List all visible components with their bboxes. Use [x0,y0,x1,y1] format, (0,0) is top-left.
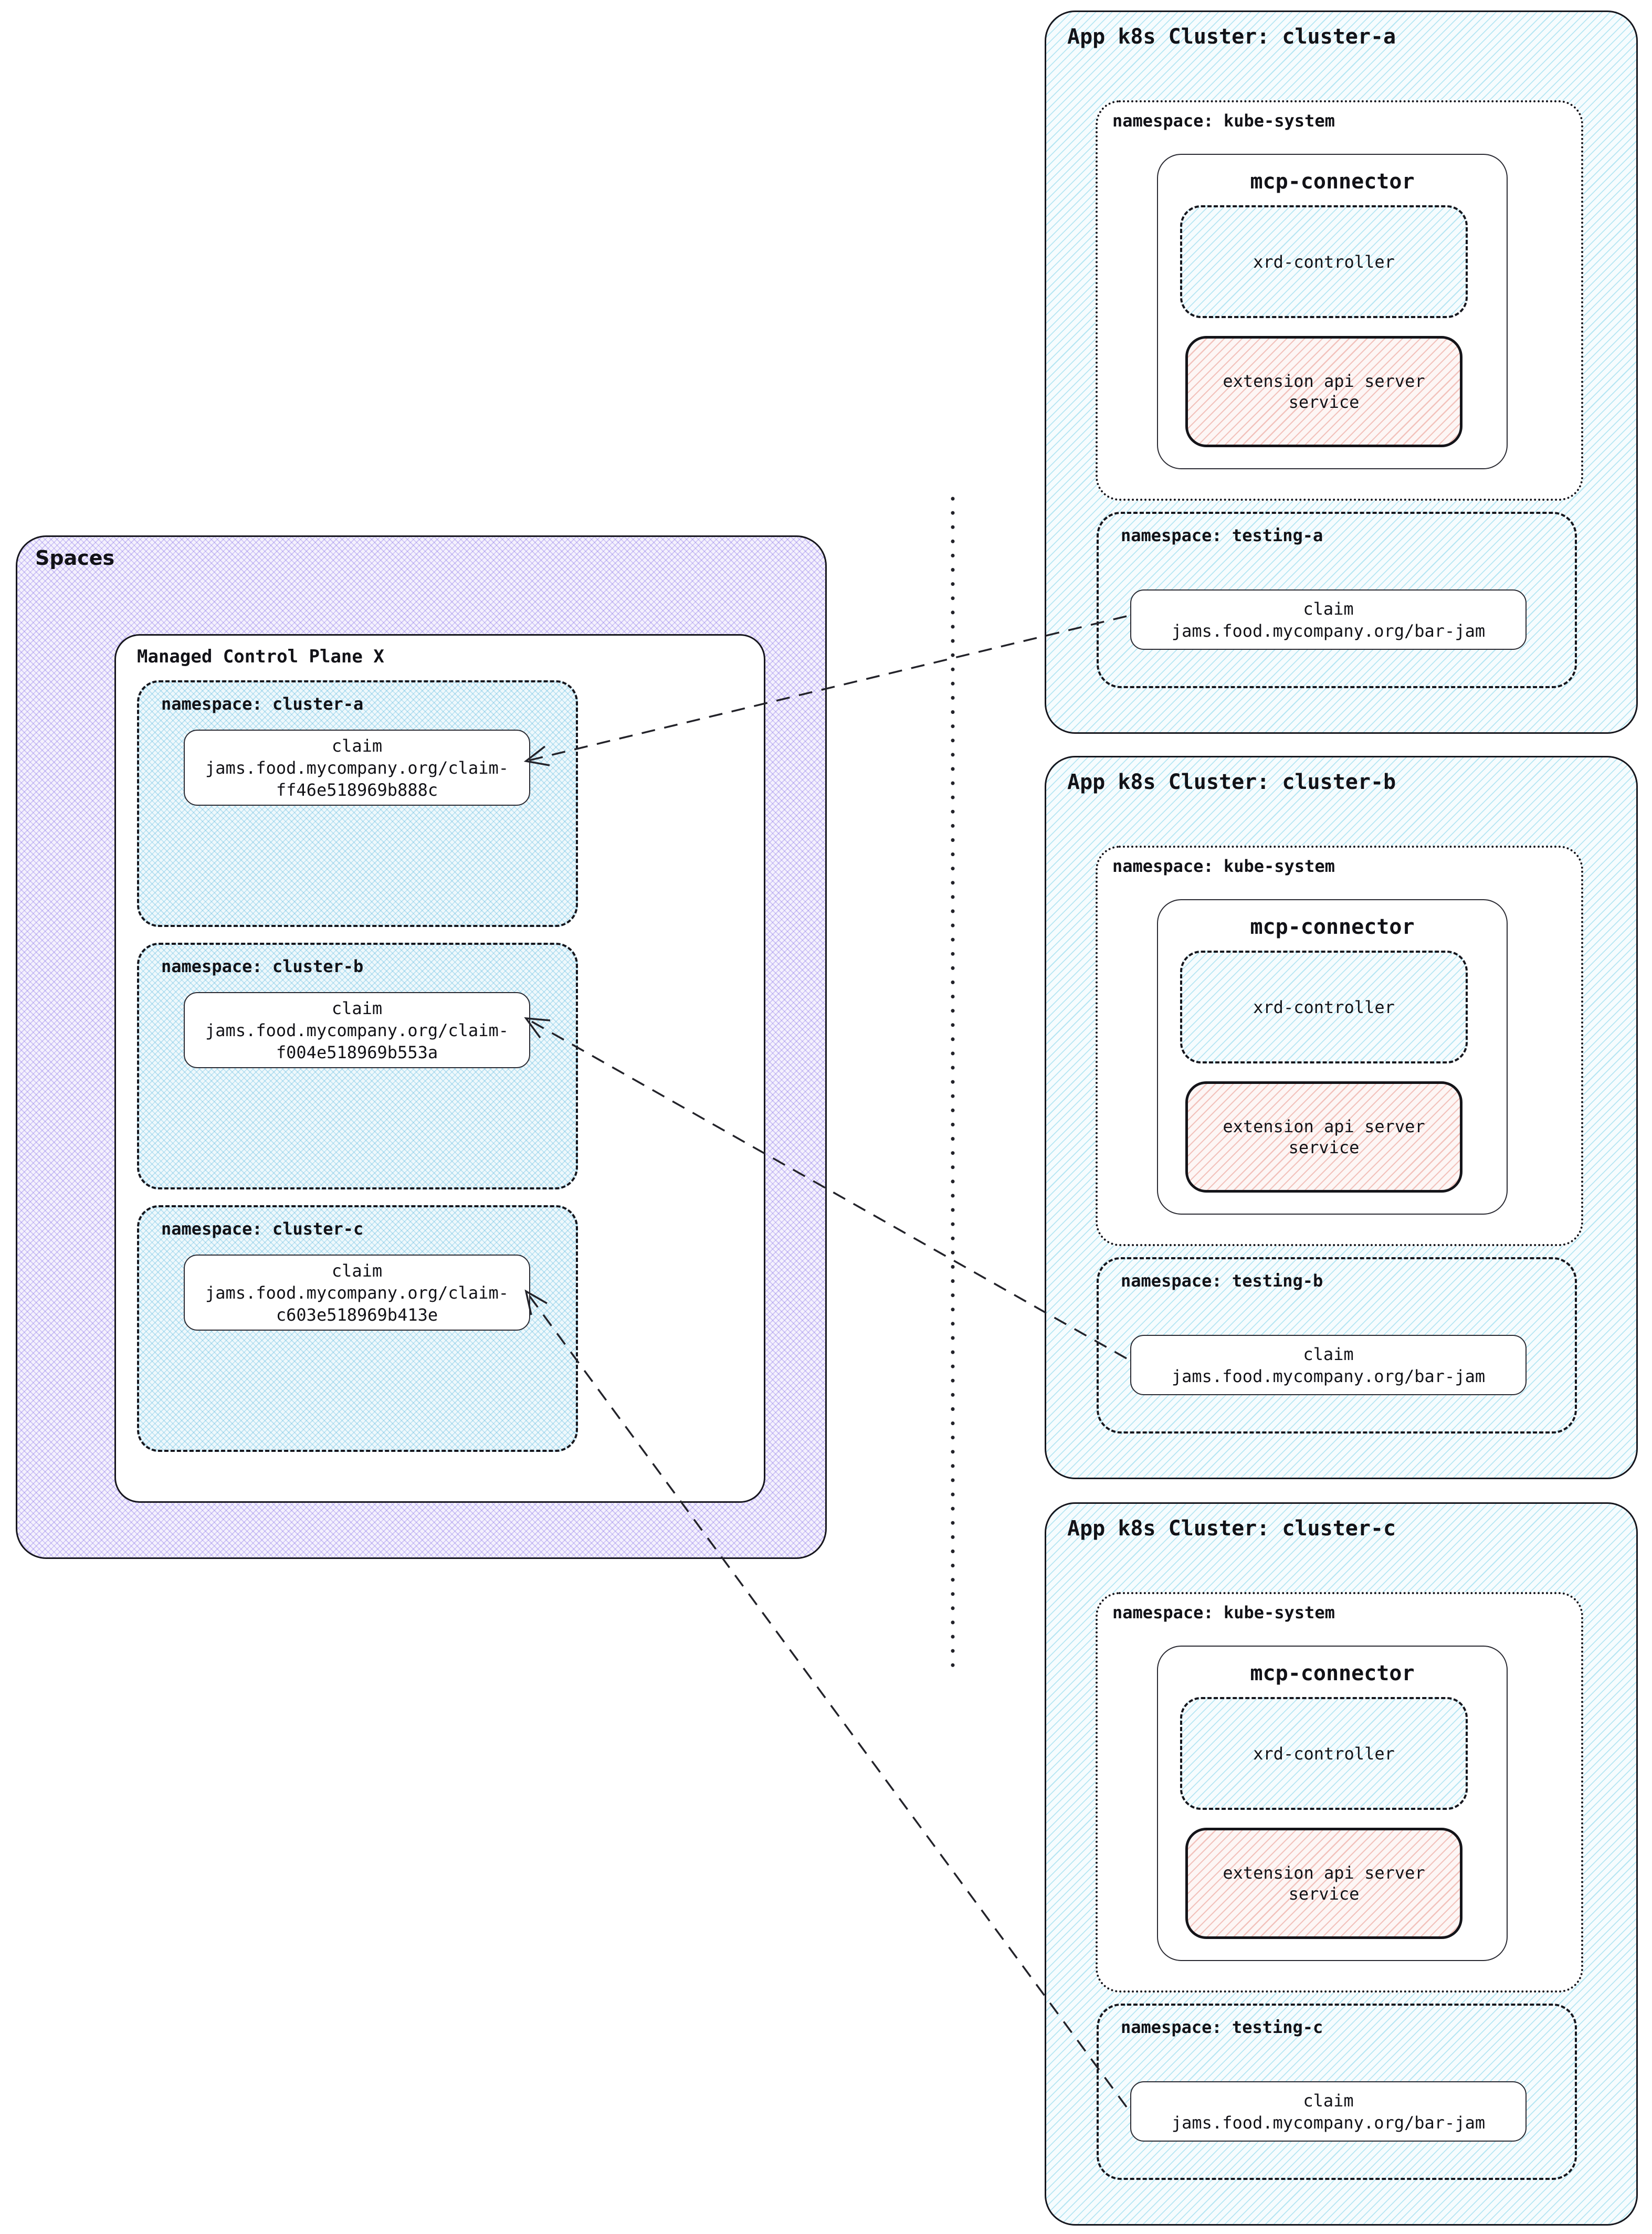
namespace-cluster-a-label: namespace: cluster-a [161,694,364,714]
managed-control-plane-container: Managed Control Plane X namespace: clust… [114,634,765,1503]
mcp-connector-box-b: mcp-connector xrd-controller extension a… [1157,899,1508,1215]
claim-line: claim [1303,1344,1354,1364]
namespace-cluster-b-label: namespace: cluster-b [161,956,364,976]
testing-namespace-label-a: namespace: testing-a [1121,525,1323,545]
bar-jam-claim-box-a: claim jams.food.mycompany.org/bar-jam [1130,589,1527,650]
kube-system-label-c: namespace: kube-system [1112,1603,1335,1622]
claim-line: jams.food.mycompany.org/claim- [205,757,509,778]
bar-jam-claim-box-c: claim jams.food.mycompany.org/bar-jam [1130,2081,1527,2142]
bar-jam-claim-box-b: claim jams.food.mycompany.org/bar-jam [1130,1335,1527,1395]
claim-line: claim [331,735,383,756]
kube-system-box-a: namespace: kube-system mcp-connector xrd… [1096,100,1583,501]
claim-line: f004e518969b553a [276,1042,438,1062]
managed-control-plane-label: Managed Control Plane X [137,646,384,667]
app-cluster-a-container: App k8s Cluster: cluster-a namespace: ku… [1045,10,1638,734]
mcp-connector-label-c: mcp-connector [1250,1661,1415,1685]
testing-namespace-label-b: namespace: testing-b [1121,1271,1323,1291]
kube-system-label-b: namespace: kube-system [1112,856,1335,876]
extension-api-server-box-b: extension api server service [1185,1081,1462,1193]
extension-api-server-box-c: extension api server service [1185,1828,1462,1939]
extension-api-server-box-a: extension api server service [1185,336,1462,447]
app-cluster-c-title: App k8s Cluster: cluster-c [1067,1516,1396,1541]
app-cluster-a-title: App k8s Cluster: cluster-a [1067,25,1396,49]
testing-namespace-label-c: namespace: testing-c [1121,2017,1323,2037]
spaces-container: Spaces Managed Control Plane X namespace… [16,535,827,1559]
claim-line: jams.food.mycompany.org/bar-jam [1171,2112,1486,2133]
mcp-connector-box-a: mcp-connector xrd-controller extension a… [1157,154,1508,469]
claim-line: jams.food.mycompany.org/claim- [205,1282,509,1303]
claim-box-cluster-c: claim jams.food.mycompany.org/claim- c60… [184,1255,530,1331]
testing-namespace-box-c: namespace: testing-c claim jams.food.myc… [1097,2004,1577,2180]
claim-line: claim [331,1260,383,1281]
spaces-label: Spaces [35,546,115,570]
testing-namespace-box-a: namespace: testing-a claim jams.food.myc… [1097,512,1577,688]
kube-system-box-c: namespace: kube-system mcp-connector xrd… [1096,1592,1583,1993]
claim-line: ff46e518969b888c [276,779,438,800]
xrd-controller-box-b: xrd-controller [1180,951,1468,1063]
claim-line: jams.food.mycompany.org/bar-jam [1171,1366,1486,1386]
namespace-cluster-c-box: namespace: cluster-c claim jams.food.myc… [137,1205,578,1452]
kube-system-box-b: namespace: kube-system mcp-connector xrd… [1096,846,1583,1246]
claim-line: claim [1303,598,1354,619]
app-cluster-b-container: App k8s Cluster: cluster-b namespace: ku… [1045,756,1638,1479]
claim-line: jams.food.mycompany.org/claim- [205,1020,509,1040]
mcp-connector-box-c: mcp-connector xrd-controller extension a… [1157,1646,1508,1961]
claim-box-cluster-a: claim jams.food.mycompany.org/claim- ff4… [184,730,530,806]
claim-line: claim [331,998,383,1018]
mcp-connector-label-b: mcp-connector [1250,915,1415,939]
claim-line: claim [1303,2090,1354,2111]
namespace-cluster-b-box: namespace: cluster-b claim jams.food.myc… [137,943,578,1189]
claim-line: jams.food.mycompany.org/bar-jam [1171,620,1486,641]
testing-namespace-box-b: namespace: testing-b claim jams.food.myc… [1097,1257,1577,1434]
app-cluster-c-container: App k8s Cluster: cluster-c namespace: ku… [1045,1502,1638,2226]
xrd-controller-box-a: xrd-controller [1180,205,1468,318]
claim-line: c603e518969b413e [276,1304,438,1325]
xrd-controller-box-c: xrd-controller [1180,1697,1468,1810]
mcp-connector-label-a: mcp-connector [1250,170,1415,194]
namespace-cluster-c-label: namespace: cluster-c [161,1219,364,1239]
claim-box-cluster-b: claim jams.food.mycompany.org/claim- f00… [184,992,530,1068]
kube-system-label-a: namespace: kube-system [1112,111,1335,131]
app-cluster-b-title: App k8s Cluster: cluster-b [1067,770,1396,794]
namespace-cluster-a-box: namespace: cluster-a claim jams.food.myc… [137,680,578,927]
